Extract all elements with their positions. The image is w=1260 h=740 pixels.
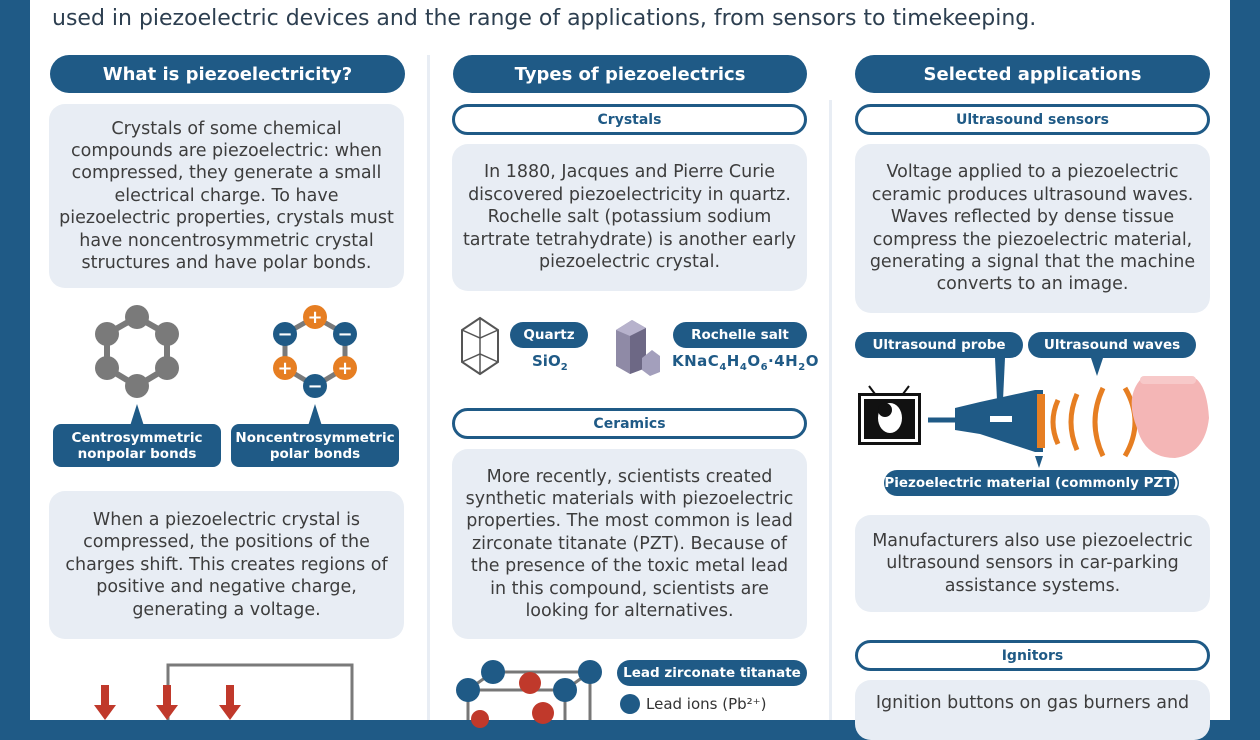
- label-rochelle-salt: Rochelle salt: [673, 322, 807, 348]
- legend-lead-ions: Lead ions (Pb²⁺): [620, 694, 766, 714]
- subheader-ignitors: Ignitors: [855, 640, 1210, 671]
- formula-rochelle-salt: KNaC4H4O6·4H2O: [672, 352, 819, 373]
- what-text-box: Crystals of some chemical compounds are …: [49, 104, 404, 288]
- legend-lead-ions-label: Lead ions (Pb²⁺): [646, 695, 767, 713]
- compression-text-box: When a piezoelectric crystal is compress…: [49, 491, 404, 639]
- svg-text:+: +: [337, 358, 352, 379]
- label-pointer-noncentro: [308, 404, 322, 426]
- column-divider-right: [829, 100, 832, 720]
- quartz-crystal-icon: [461, 316, 499, 376]
- svg-text:−: −: [277, 324, 292, 345]
- compression-diagram: [94, 663, 354, 720]
- header-types-of-piezoelectrics: Types of piezoelectrics: [453, 55, 807, 93]
- label-piezoelectric-material: Piezoelectric material (commonly PZT): [884, 470, 1179, 496]
- svg-text:−: −: [337, 324, 352, 345]
- ultrasound-text-box: Voltage applied to a piezoelectric ceram…: [855, 144, 1210, 313]
- intro-text: used in piezoelectric devices and the ra…: [52, 6, 1037, 31]
- header-what-is-piezoelectricity: What is piezoelectricity?: [50, 55, 405, 93]
- svg-text:−: −: [307, 376, 322, 397]
- lead-ion-swatch-icon: [620, 694, 640, 714]
- column-divider-left: [427, 55, 430, 720]
- label-quartz: Quartz: [510, 322, 588, 348]
- parking-text-box: Manufacturers also use piezoelectric ult…: [855, 515, 1210, 612]
- pzt-lattice-diagram: [456, 660, 602, 728]
- rochelle-salt-crystal-icon: [616, 320, 660, 376]
- svg-text:+: +: [277, 358, 292, 379]
- ceramics-text-box: More recently, scientists created synthe…: [452, 449, 807, 639]
- label-centrosymmetric: Centrosymmetric nonpolar bonds: [53, 424, 221, 467]
- label-ultrasound-waves: Ultrasound waves: [1028, 332, 1196, 358]
- centrosymmetric-molecule-diagram: [95, 305, 179, 398]
- ignitors-text-box: Ignition buttons on gas burners and: [855, 680, 1210, 740]
- subheader-crystals: Crystals: [452, 104, 807, 135]
- label-lead-zirconate-titanate: Lead zirconate titanate: [617, 660, 807, 686]
- subheader-ceramics: Ceramics: [452, 408, 807, 439]
- ignitors-text: Ignition buttons on gas burners and: [875, 693, 1190, 713]
- label-pointer-centro: [130, 404, 144, 426]
- crystals-text-box: In 1880, Jacques and Pierre Curie discov…: [452, 144, 807, 291]
- formula-quartz: SiO2: [532, 352, 568, 373]
- label-noncentrosymmetric: Noncentrosymmetric polar bonds: [231, 424, 399, 467]
- label-ultrasound-probe: Ultrasound probe: [855, 332, 1023, 358]
- svg-text:+: +: [307, 307, 322, 328]
- subheader-ultrasound-sensors: Ultrasound sensors: [855, 104, 1210, 135]
- ultrasound-illustration: [858, 358, 1209, 468]
- header-selected-applications: Selected applications: [855, 55, 1210, 93]
- noncentrosymmetric-molecule-diagram: + − + − + −: [273, 305, 357, 398]
